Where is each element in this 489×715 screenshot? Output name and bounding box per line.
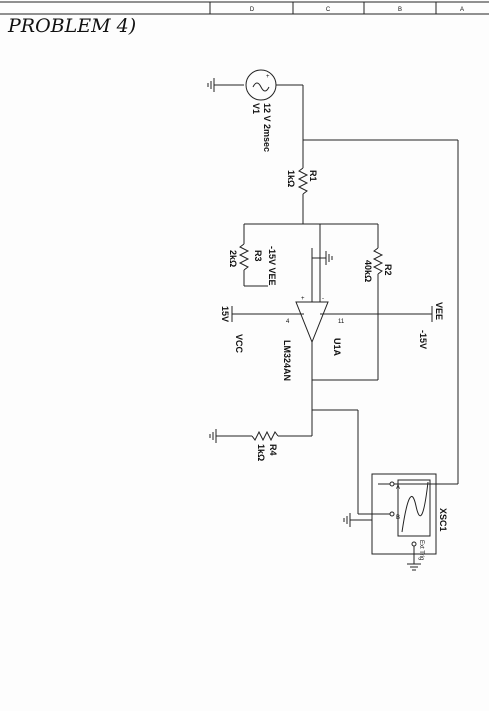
source-name: V1	[251, 103, 261, 114]
r2-value: 40kΩ	[363, 260, 373, 282]
r1-name: R1	[308, 170, 318, 182]
minus-pin: -	[322, 296, 324, 302]
opamp-name: U1A	[332, 338, 342, 357]
title-strip: D C B A	[0, 1, 489, 15]
channel-a-terminal	[389, 481, 395, 487]
resistor-r1: R1 1kΩ	[286, 167, 318, 195]
vee-net: VEE	[434, 302, 444, 320]
scope-body	[371, 473, 437, 555]
opamp-part: LM324AN	[282, 340, 292, 381]
resistor-r4: R4 1kΩ	[209, 429, 312, 461]
channel-a-label: A	[396, 485, 400, 491]
vee-rail: VEE -15V	[418, 302, 444, 349]
strip-cell-a: A	[460, 7, 464, 13]
r3-value: 2kΩ	[228, 250, 238, 267]
opamp-u1a: + - 4 11 U1A LM324AN	[232, 224, 432, 436]
resistor-zigzag	[297, 167, 309, 195]
source-symbol	[245, 69, 277, 101]
scope-name: XSC1	[438, 508, 448, 532]
ext-trig-label: Ext Trig	[418, 540, 424, 560]
ground-symbol	[343, 513, 351, 527]
source-v1: + V1 12 V 2msec	[207, 69, 303, 152]
strip-cell-b: B	[398, 7, 402, 13]
oscilloscope-xsc1: A B Ext Trig XSC1	[343, 473, 448, 571]
resistor-r3: R3 2kΩ	[228, 224, 268, 287]
ground-symbol	[209, 429, 217, 443]
r4-name: R4	[268, 444, 278, 456]
resistor-zigzag	[238, 243, 250, 271]
resistor-zigzag	[251, 430, 279, 442]
ground-symbol	[207, 78, 215, 92]
ground-symbol	[407, 563, 421, 571]
plus-pin: +	[301, 296, 305, 302]
r2-name: R2	[383, 264, 393, 276]
pin-11-label: 11	[338, 319, 345, 325]
channel-b-terminal	[389, 511, 395, 517]
channel-b-label: B	[396, 515, 400, 521]
plus-sign: +	[266, 74, 270, 80]
vcc-net: VCC	[234, 334, 244, 354]
r3-name: R3	[253, 250, 263, 262]
vee-volts: -15V	[418, 330, 428, 349]
sine-icon	[252, 82, 270, 92]
ext-trig-terminal	[411, 541, 417, 547]
scope-screen	[397, 479, 431, 537]
vcc-volts: 15V	[220, 306, 230, 322]
source-spec: 12 V 2msec	[262, 103, 272, 152]
ground-symbol	[325, 251, 333, 265]
r1-value: 1kΩ	[286, 170, 296, 187]
vcc-rail: 15V VCC	[220, 306, 244, 354]
r4-value: 1kΩ	[256, 444, 266, 461]
resistor-zigzag	[372, 247, 384, 275]
vee-supply-label: -15V VEE	[267, 246, 277, 286]
pin-4-label: 4	[286, 319, 290, 325]
waveform-icon	[401, 481, 429, 533]
strip-cell-d: D	[250, 7, 255, 13]
strip-cell-c: C	[326, 7, 331, 13]
problem-heading: PROBLEM 4)	[7, 15, 136, 37]
resistor-r2: R2 40kΩ	[312, 224, 393, 381]
opamp-triangle	[295, 301, 329, 344]
